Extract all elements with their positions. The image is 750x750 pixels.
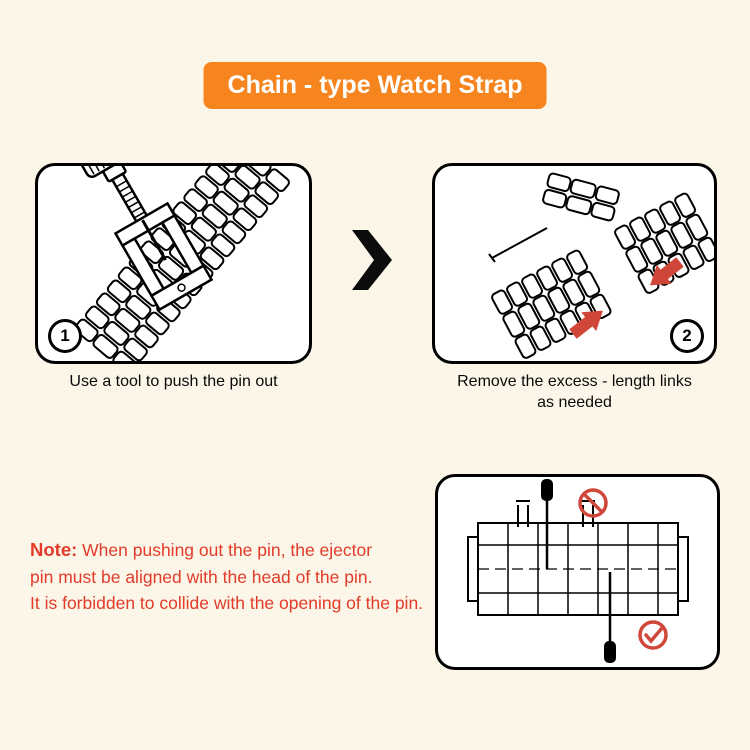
step-1-badge: 1 — [48, 319, 82, 353]
link-remover-tool — [77, 166, 214, 312]
prohibited-icon — [578, 488, 608, 518]
note-label: Note: — [30, 539, 78, 560]
step-2-badge: 2 — [670, 319, 704, 353]
pin-alignment-diagram — [467, 479, 689, 663]
check-icon — [638, 620, 668, 650]
step-2-panel: 2 — [432, 163, 717, 364]
bottom-ejector-pin — [604, 572, 616, 663]
step-1-panel: 1 — [35, 163, 312, 364]
step-2-caption-line-2: as needed — [537, 394, 612, 411]
step-1-caption: Use a tool to push the pin out — [69, 373, 278, 390]
step-1-number: 1 — [60, 326, 70, 345]
pin-removal-tool-illustration — [72, 166, 292, 361]
step-2-number: 2 — [682, 326, 692, 345]
link-removal-illustration — [488, 171, 714, 361]
step-2-caption: Remove the excess - length links as need… — [432, 371, 717, 413]
page-title: Chain - type Watch Strap — [227, 71, 523, 99]
band-segment-left — [489, 248, 613, 361]
note-line-3: It is forbidden to collide with the open… — [30, 593, 424, 613]
pin-alignment-panel — [435, 474, 720, 670]
note-text-1: When pushing out the pin, the ejector — [82, 540, 373, 560]
step-2-caption-line-1: Remove the excess - length links — [457, 373, 692, 390]
top-ejector-pin — [541, 479, 553, 569]
note-line-2: pin must be aligned with the head of the… — [30, 566, 373, 587]
watch-band — [72, 166, 292, 361]
next-arrow-icon — [352, 230, 392, 290]
arrow-up-right-icon — [569, 310, 603, 339]
arrow-down-left-icon — [650, 257, 684, 286]
note-block: Note: When pushing out the pin, the ejec… — [30, 536, 462, 616]
removed-links-piece — [541, 171, 621, 223]
title-banner: Chain - type Watch Strap — [203, 62, 547, 109]
loose-pin — [488, 227, 548, 263]
note-line-1: Note: When pushing out the pin, the ejec… — [30, 536, 462, 564]
band-cross-section — [467, 522, 689, 616]
